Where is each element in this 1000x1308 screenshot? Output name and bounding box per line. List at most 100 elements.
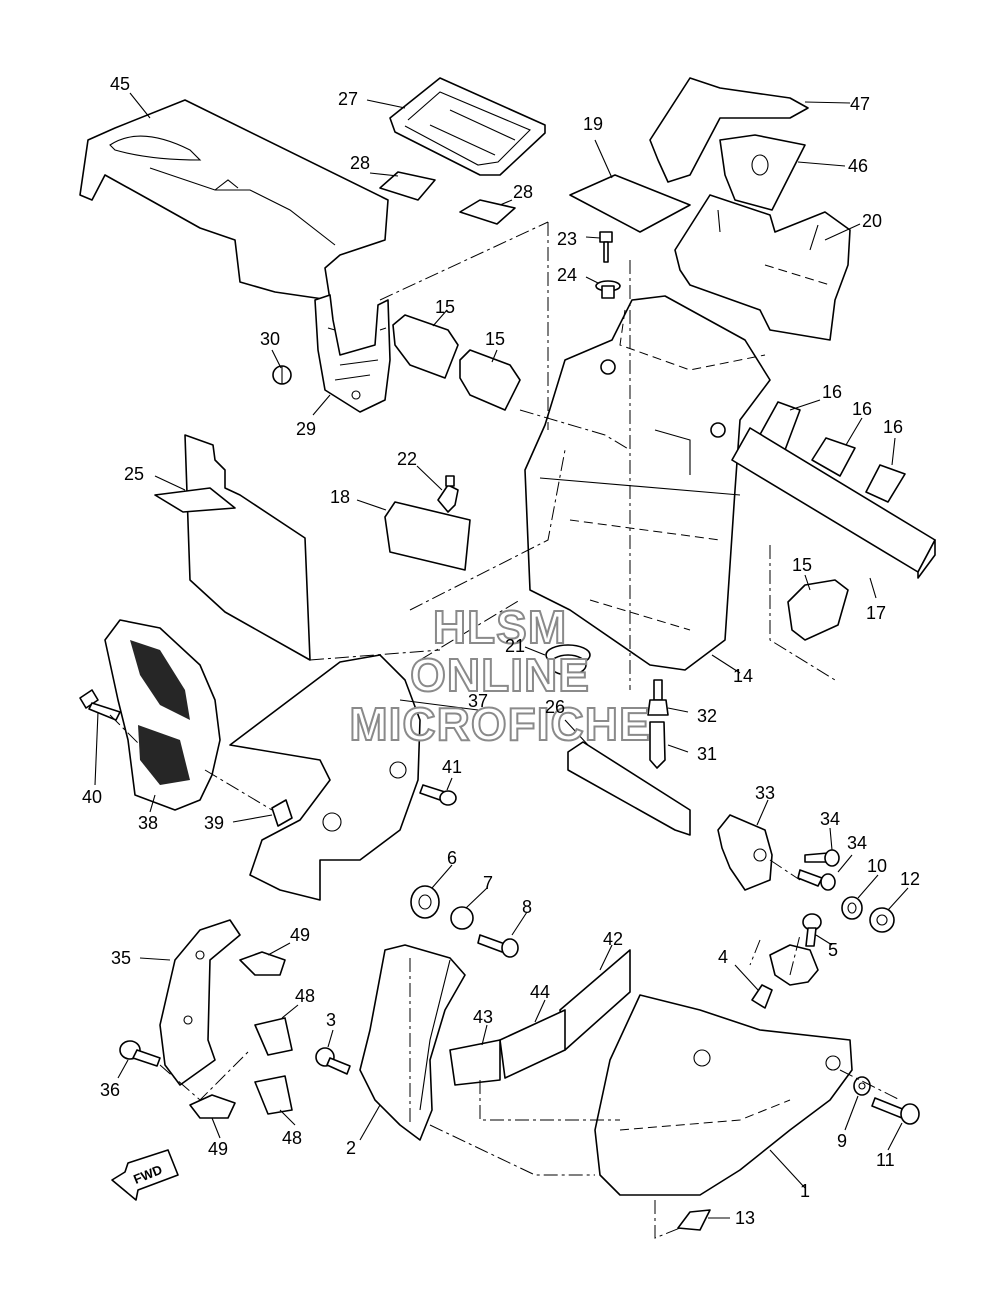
label-42: 42 <box>603 929 624 949</box>
label-48-a: 48 <box>295 986 316 1006</box>
label-29: 29 <box>296 419 317 439</box>
label-17: 17 <box>866 603 887 623</box>
label-14: 14 <box>733 666 754 686</box>
label-31: 31 <box>697 744 718 764</box>
part-25-plate <box>184 434 311 661</box>
part-49-clip-a <box>239 951 286 976</box>
part-31-hose <box>649 721 666 769</box>
part-3-bolt <box>315 1047 351 1075</box>
label-44: 44 <box>530 982 551 1002</box>
label-46: 46 <box>848 156 869 176</box>
part-15-pad-c <box>787 579 849 641</box>
part-48-clip-a <box>254 1017 293 1056</box>
part-34-bolt-a <box>804 849 840 867</box>
part-36-bolt <box>119 1040 161 1067</box>
part-16-block-b <box>811 437 856 477</box>
part-21-grommet <box>545 644 591 676</box>
label-36: 36 <box>100 1080 121 1100</box>
label-19: 19 <box>583 114 604 134</box>
part-28-pad-b <box>459 199 516 225</box>
part-8-bolt <box>477 934 519 958</box>
label-13: 13 <box>735 1208 756 1228</box>
part-26-damper <box>567 741 691 836</box>
label-22: 22 <box>397 449 418 469</box>
label-43: 43 <box>473 1007 494 1027</box>
part-49-clip-b <box>189 1094 236 1119</box>
part-43-seal <box>449 1039 501 1086</box>
part-16-block-c <box>865 464 906 503</box>
label-45: 45 <box>110 74 131 94</box>
part-18-pad <box>384 501 471 571</box>
watermark-line-3: MICROFICHE <box>348 697 651 751</box>
part-23-screw <box>599 231 613 263</box>
assembly-guide-lines <box>109 221 901 1239</box>
part-35-bracket <box>159 919 241 1086</box>
part-2-cover <box>359 944 466 1141</box>
label-6: 6 <box>447 848 458 868</box>
part-37-side-cover <box>229 654 421 901</box>
label-33: 33 <box>755 783 776 803</box>
label-11: 11 <box>876 1150 895 1170</box>
label-23: 23 <box>557 229 578 249</box>
label-5: 5 <box>828 940 839 960</box>
label-18: 18 <box>330 487 351 507</box>
label-34-b: 34 <box>847 833 868 853</box>
part-12-grommet <box>869 907 895 933</box>
label-3: 3 <box>326 1010 337 1030</box>
part-24-collar <box>595 280 621 299</box>
part-17-bar <box>731 427 936 579</box>
part-27-tray <box>389 77 546 176</box>
label-4: 4 <box>718 947 729 967</box>
label-7: 7 <box>483 873 494 893</box>
part-4-lock <box>751 944 819 1009</box>
part-44-seal <box>499 1009 566 1079</box>
part-5-bolt <box>802 913 822 947</box>
label-8: 8 <box>522 897 533 917</box>
label-16-b: 16 <box>852 399 873 419</box>
part-15-pad-b <box>459 349 521 411</box>
label-9: 9 <box>837 1131 848 1151</box>
label-37: 37 <box>468 691 489 711</box>
label-28-b: 28 <box>513 182 534 202</box>
label-40: 40 <box>82 787 103 807</box>
part-29-bracket <box>314 294 391 413</box>
label-24: 24 <box>557 265 578 285</box>
label-28-a: 28 <box>350 153 371 173</box>
part-46-holder <box>649 77 809 211</box>
label-34-a: 34 <box>820 809 841 829</box>
label-25: 25 <box>124 464 145 484</box>
part-20-plate <box>674 194 851 341</box>
label-15-b: 15 <box>485 329 506 349</box>
label-32: 32 <box>697 706 718 726</box>
label-26: 26 <box>545 697 566 717</box>
part-28-pad-a <box>379 171 436 201</box>
part-11-bolt <box>871 1097 920 1125</box>
part-32-clamp <box>647 679 669 716</box>
part-33-bracket <box>717 814 773 891</box>
part-22-grommet <box>437 475 459 513</box>
label-16-c: 16 <box>883 417 904 437</box>
label-27: 27 <box>338 89 359 109</box>
label-1: 1 <box>800 1181 811 1201</box>
part-45-cover <box>79 99 389 301</box>
label-15-a: 15 <box>435 297 456 317</box>
part-19-sheet <box>569 174 691 233</box>
part-39-nut <box>271 799 293 827</box>
part-34-bolt-b <box>797 869 836 891</box>
label-16-a: 16 <box>822 382 843 402</box>
label-12: 12 <box>900 869 921 889</box>
part-15-pad-a <box>392 314 459 379</box>
part-9-washer <box>853 1076 871 1096</box>
label-2: 2 <box>346 1138 357 1158</box>
part-42-seal <box>559 949 631 1051</box>
label-39: 39 <box>204 813 225 833</box>
part-1-side-cover <box>594 994 853 1196</box>
part-7-collar <box>450 906 474 930</box>
label-41: 41 <box>442 757 463 777</box>
label-10: 10 <box>867 856 888 876</box>
part-13-clip <box>677 1209 711 1231</box>
part-14-case <box>524 295 771 671</box>
label-15-c: 15 <box>792 555 813 575</box>
